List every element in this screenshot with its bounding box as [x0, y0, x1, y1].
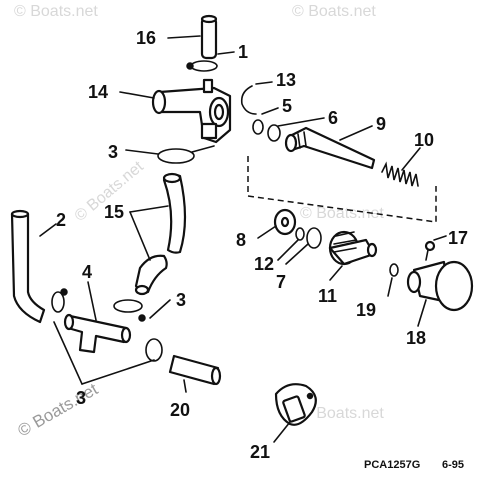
- part-18-knob: [406, 260, 474, 312]
- callout-3-middle: 3: [176, 290, 186, 310]
- watermark-top-right: © Boats.net: [292, 3, 376, 20]
- callout-5: 5: [282, 96, 292, 116]
- leader-lines: [39, 35, 447, 443]
- part-1-clamp: [186, 60, 218, 72]
- part-21-bracket: [274, 383, 317, 426]
- part-9-plunger-shaft: [284, 126, 376, 170]
- callout-4: 4: [82, 262, 92, 282]
- callout-2: 2: [56, 210, 66, 230]
- part-2-hose: [10, 209, 46, 324]
- part-19-o-ring: [389, 263, 399, 277]
- part-8-washer: [273, 208, 297, 236]
- callout-18: 18: [406, 328, 426, 348]
- part-13-snap-ring: [240, 85, 257, 115]
- watermark-lower-right: © Boats.net: [300, 405, 384, 422]
- part-17-screw: [424, 240, 436, 261]
- part-code-label: PCA1257G: [364, 459, 420, 471]
- callout-7: 7: [276, 272, 286, 292]
- callout-12: 12: [254, 254, 274, 274]
- part-10-spring: [381, 161, 419, 187]
- callout-11: 11: [318, 286, 337, 306]
- part-3-clamp-left: [51, 288, 68, 313]
- callout-14: 14: [88, 82, 108, 102]
- callout-3-top: 3: [108, 142, 118, 162]
- part-20-hose: [168, 354, 222, 386]
- callout-15: 15: [104, 202, 124, 222]
- callout-3-bottom: 3: [76, 388, 86, 408]
- watermark-top-left: © Boats.net: [14, 3, 98, 20]
- date-label: 6-95: [442, 459, 464, 471]
- callout-1: 1: [238, 42, 248, 62]
- callout-6: 6: [328, 108, 338, 128]
- assembly-dashed-outline: [247, 156, 437, 223]
- part-7-o-ring: [306, 227, 322, 249]
- callout-9: 9: [376, 114, 386, 134]
- part-5-o-ring: [252, 119, 264, 135]
- watermark-bottom-left: © Boats.net: [15, 379, 102, 440]
- part-16-tube: [200, 14, 218, 60]
- callout-16: 16: [136, 28, 156, 48]
- part-3-clamp-top: [157, 145, 215, 164]
- part-4-tee-fitting: [63, 313, 132, 354]
- part-3-clamp-lower: [145, 338, 163, 362]
- part-11-valve-body: [328, 230, 378, 266]
- part-14-fitting-body: [151, 78, 232, 144]
- callout-17: 17: [448, 228, 468, 248]
- callout-20: 20: [170, 400, 190, 420]
- part-6-o-ring: [267, 124, 281, 142]
- callout-8: 8: [236, 230, 246, 250]
- watermark-middle: © Boats.net: [300, 205, 384, 222]
- callout-19: 19: [356, 300, 376, 320]
- callout-21: 21: [250, 442, 270, 462]
- part-15-hoses: [134, 172, 187, 296]
- callout-13: 13: [276, 70, 296, 90]
- part-12-o-ring: [295, 227, 305, 241]
- part-3-clamp-middle: [113, 299, 146, 322]
- callout-10: 10: [414, 130, 434, 150]
